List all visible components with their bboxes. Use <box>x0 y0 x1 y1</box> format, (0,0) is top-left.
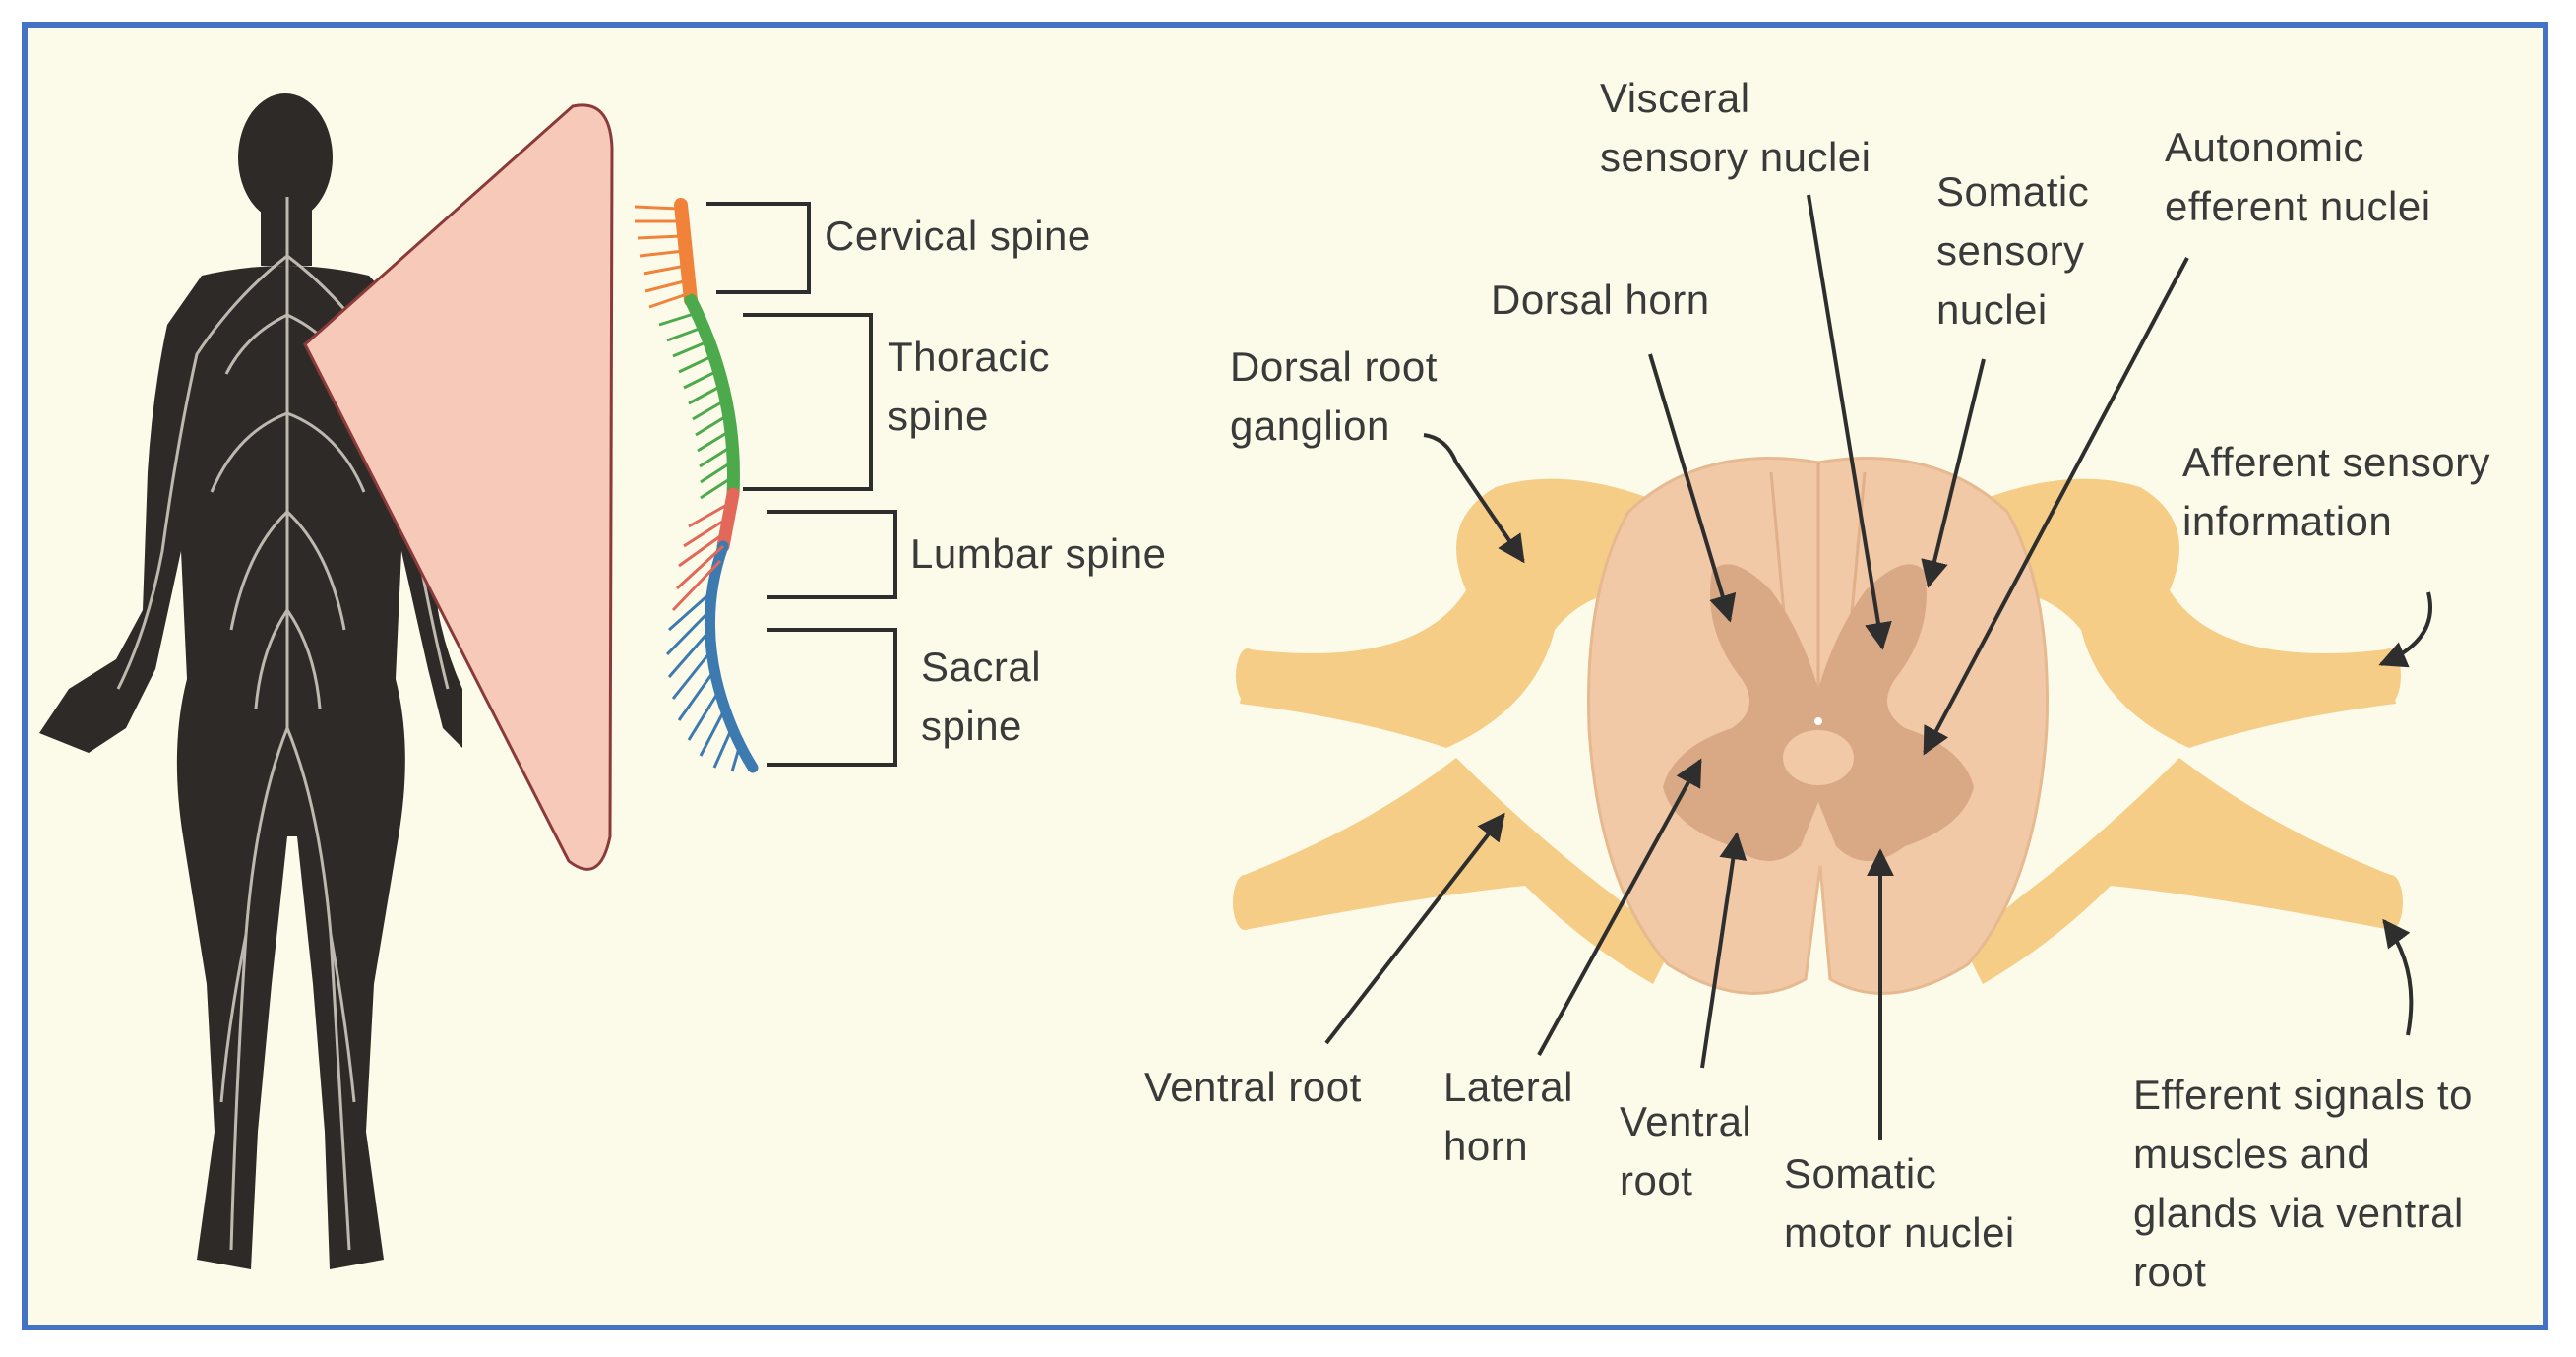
central-canal <box>1814 717 1822 725</box>
grey-matter <box>1663 564 1974 861</box>
sacral-nerves <box>665 588 744 772</box>
label-ventral-root-center-line2: root <box>1620 1157 1693 1203</box>
label-somatic-motor-line1: Somatic <box>1784 1150 1937 1197</box>
label-somatic-sensory-line2: sensory <box>1936 227 2085 274</box>
label-efferent-signals-line3: glands via ventral <box>2133 1190 2464 1236</box>
label-thoracic-spine-line2: spine <box>888 393 989 439</box>
label-cervical-spine: Cervical spine <box>825 213 1091 259</box>
label-autonomic-efferent-line2: efferent nuclei <box>2165 183 2431 229</box>
label-lumbar-spine: Lumbar spine <box>910 530 1167 577</box>
label-lateral-horn-line1: Lateral <box>1443 1064 1573 1110</box>
label-somatic-sensory-line1: Somatic <box>1936 168 2090 215</box>
label-visceral-sensory-line2: sensory nuclei <box>1600 134 1871 180</box>
nerve-roots <box>1233 478 2403 984</box>
label-ventral-root-left: Ventral root <box>1144 1064 1362 1110</box>
label-dorsal-root-ganglion-line1: Dorsal root <box>1230 343 1438 390</box>
label-efferent-signals-line4: root <box>2133 1249 2207 1295</box>
label-lateral-horn-line2: horn <box>1443 1123 1529 1169</box>
label-efferent-signals-line1: Efferent signals to <box>2133 1072 2473 1118</box>
label-autonomic-efferent-line1: Autonomic <box>2165 124 2364 170</box>
label-somatic-sensory-line3: nuclei <box>1936 286 2048 333</box>
region-brackets <box>706 202 897 767</box>
label-afferent-sensory-line2: information <box>2182 498 2393 544</box>
thoracic-nerves <box>658 311 735 500</box>
label-sacral-spine-line2: spine <box>921 703 1022 749</box>
zoom-wedge <box>303 103 614 871</box>
label-ventral-root-center-line1: Ventral <box>1620 1098 1752 1144</box>
label-dorsal-horn: Dorsal horn <box>1491 277 1710 323</box>
grey-commissure <box>1783 730 1854 785</box>
label-somatic-motor-line2: motor nuclei <box>1784 1209 2015 1256</box>
human-body-silhouette <box>39 93 462 1269</box>
lumbar-nerves <box>671 500 733 612</box>
label-efferent-signals-line2: muscles and <box>2133 1131 2371 1177</box>
label-thoracic-spine-line1: Thoracic <box>888 334 1051 380</box>
label-dorsal-root-ganglion-line2: ganglion <box>1230 402 1390 449</box>
label-afferent-sensory-line1: Afferent sensory <box>2182 439 2491 485</box>
cervical-nerves <box>634 205 691 309</box>
label-sacral-spine-line1: Sacral <box>921 644 1042 690</box>
label-visceral-sensory-line1: Visceral <box>1600 75 1750 121</box>
pointer-arrows <box>1324 194 2432 1140</box>
